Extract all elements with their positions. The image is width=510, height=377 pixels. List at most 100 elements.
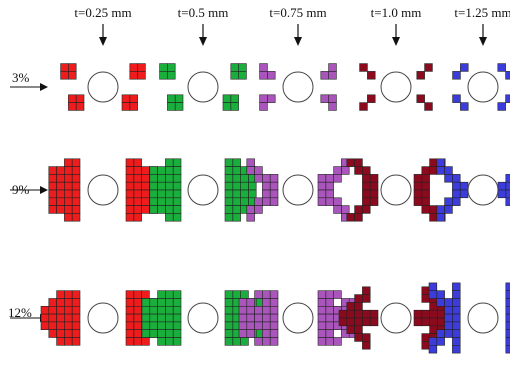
material-cell [137,63,146,72]
material-cell [444,205,453,214]
material-cell [248,189,257,199]
material-cell [141,329,151,338]
material-cell [68,102,77,111]
material-cell [64,313,73,323]
material-cell [232,205,241,214]
material-cell [505,181,510,191]
material-cell [224,321,234,330]
material-cell [149,174,158,183]
material-cell [246,305,255,315]
material-cell [133,313,142,323]
material-cell [452,290,461,299]
material-cell [224,337,234,346]
material-cell [328,102,337,111]
material-cell [133,181,142,191]
material-cell [444,305,453,315]
material-cell [436,158,445,167]
material-cell [413,309,423,319]
material-cell [341,166,350,175]
material-cell [262,337,271,346]
material-cell [444,166,453,175]
column-arrowhead-2 [294,37,302,46]
material-cell [346,309,355,319]
material-cell [240,197,249,206]
material-cell [259,71,268,80]
material-cell [262,174,271,183]
material-cell [40,313,50,323]
material-cell [436,329,445,338]
material-cell [125,166,135,175]
material-cell [165,197,174,206]
material-cell [125,337,135,346]
material-cell [428,282,438,291]
material-cell [71,290,81,299]
material-cell [428,337,438,346]
material-cell [230,71,239,80]
material-cell [232,174,241,183]
material-cell [56,166,65,175]
material-cell [157,174,166,183]
material-cell [165,321,174,330]
material-cell [317,197,327,206]
material-cell [505,71,510,80]
column-arrowhead-0 [99,37,107,46]
material-cell [436,290,445,299]
material-cell [133,337,142,346]
material-cell [56,321,65,330]
material-cell [129,94,138,103]
material-cell [436,213,445,222]
material-cell [429,213,438,222]
material-cell [505,298,510,307]
material-cell [71,205,81,214]
material-cell [157,197,166,206]
material-cell [238,313,248,323]
material-cell [71,181,81,191]
material-cell [362,174,371,183]
material-cell [141,321,151,330]
material-cell [56,305,65,315]
material-cell [48,205,57,214]
material-cell [328,94,337,103]
material-cell [325,197,334,206]
material-cell [367,94,376,103]
material-cell [64,158,73,167]
material-cell [505,282,510,291]
material-cell [424,102,433,111]
material-cell [338,309,348,319]
material-cell [269,174,279,183]
material-cell [125,205,135,214]
material-cell [452,197,461,206]
material-cell [64,197,73,206]
material-cell [48,166,57,175]
material-cell [429,166,438,175]
material-cell [240,290,249,299]
material-cell [240,337,249,346]
material-cell [125,305,135,315]
material-cell [429,325,438,334]
material-cell [165,213,174,222]
material-cell [71,189,81,199]
material-cell [346,317,355,327]
material-cell [320,71,329,80]
central-hole [282,302,314,334]
material-cell [452,337,461,346]
central-hole [467,71,499,103]
material-cell [125,174,135,183]
material-cell [421,197,430,206]
material-cell [325,321,334,330]
material-cell [325,174,334,183]
material-cell [505,94,510,103]
material-cell [444,197,453,206]
material-cell [48,298,57,307]
material-cell [262,313,271,323]
material-cell [224,329,234,338]
material-cell [232,197,241,206]
material-cell [165,298,174,307]
material-cell [497,189,507,199]
material-cell [333,197,342,206]
material-cell [317,174,327,183]
material-cell [71,337,81,346]
material-cell [259,63,268,72]
